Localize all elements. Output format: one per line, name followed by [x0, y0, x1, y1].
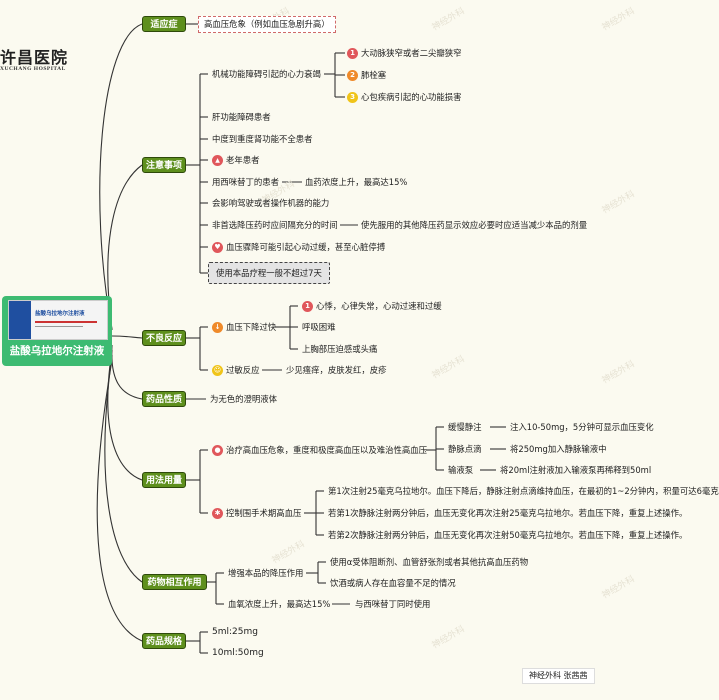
drug-box-stripe [9, 301, 31, 339]
caution-kidney: 中度到重度肾功能不全患者 [212, 134, 313, 144]
usage-method-detail: 注入10-50mg，5分钟可显示血压变化 [510, 422, 654, 432]
number-two-icon: 2 [347, 70, 358, 81]
usage-crisis: 治疗高血压危象，重度和极度高血压以及难治性高血压 [226, 445, 427, 455]
caution-first-choice-note: 使先服用的其他降压药显示效应必要时应适当减少本品的剂量 [361, 220, 588, 230]
adverse-allergy: 过敏反应 [226, 365, 260, 375]
author-signature: 神经外科 张茜茜 [522, 668, 595, 684]
caution-sub: 心包疾病引起的心功能损害 [361, 92, 462, 102]
category-usage: 用法用量 [142, 472, 186, 488]
warning-triangle-icon: ▲ [212, 155, 223, 166]
heart-icon: ♥ [212, 242, 223, 253]
number-one-icon: 1 [302, 301, 313, 312]
caution-bp-drop: 血压骤降可能引起心动过缓，甚至心脏停搏 [226, 242, 386, 252]
caution-driving: 会影响驾驶或者操作机器的能力 [212, 198, 330, 208]
category-adverse: 不良反应 [142, 330, 186, 346]
category-interactions: 药物相互作用 [142, 574, 207, 590]
drug-box-line [35, 326, 83, 327]
drug-box-image: 盐酸乌拉地尔注射液 [8, 300, 108, 340]
adverse-sub: 心悸，心律失常，心动过速和过缓 [316, 301, 442, 311]
usage-periop-step: 若第1次静脉注射两分钟后，血压无变化再次注射25毫克乌拉地尔。若血压下降，重复上… [328, 508, 688, 518]
number-one-icon: 1 [347, 48, 358, 59]
down-arrow-icon: ↓ [212, 322, 223, 333]
connector-lines [96, 23, 506, 654]
smile-icon: ☺ [212, 365, 223, 376]
interaction-enhance: 增强本品的降压作用 [228, 568, 304, 578]
adverse-sub: 呼吸困难 [302, 322, 336, 332]
spec-item: 10ml:50mg [212, 648, 264, 658]
indication-text: 高血压危象（例如血压急剧升高） [198, 16, 336, 33]
caution-course: 使用本品疗程一般不超过7天 [208, 262, 330, 284]
drug-title: 盐酸乌拉地尔注射液 [9, 345, 105, 357]
caution-cimetidine: 用西咪替丁的患者 [212, 177, 279, 187]
category-indication: 适应症 [142, 16, 186, 32]
hospital-english-name: XUCHANG HOSPITAL [0, 66, 66, 72]
spec-item: 5ml:25mg [212, 627, 258, 637]
usage-method-name: 缓慢静注 [448, 422, 482, 432]
caution-sub: 大动脉狭窄或者二尖瓣狭窄 [361, 48, 462, 58]
usage-method-name: 静脉点滴 [448, 444, 482, 454]
number-three-icon: 3 [347, 92, 358, 103]
center-node: 盐酸乌拉地尔注射液 盐酸乌拉地尔注射液 [2, 296, 112, 366]
caution-elderly: 老年患者 [226, 155, 260, 165]
interaction-level: 血氧浓度上升，最高达15% [228, 599, 331, 609]
usage-method-detail: 将20ml注射液加入输液泵再稀释到50ml [500, 465, 652, 475]
usage-method-detail: 将250mg加入静脉输液中 [510, 444, 607, 454]
drug-box-label: 盐酸乌拉地尔注射液 [35, 311, 85, 317]
drug-box-line [35, 321, 97, 323]
usage-method-name: 输液泵 [448, 465, 474, 475]
adverse-bp-low: 血压下降过快 [226, 322, 277, 332]
usage-perioperative: 控制围手术期高血压 [226, 508, 302, 518]
usage-periop-step: 第1次注射25毫克乌拉地尔。血压下降后，静脉注射点滴维持血压，在最初的1~2分钟… [328, 486, 719, 496]
pill-icon: ● [212, 445, 223, 456]
gear-icon: ✱ [212, 508, 223, 519]
mind-map: 神经外科 神经外科 神经外科 神经外科 神经外科 神经外科 神经外科 神经外科 … [0, 6, 719, 684]
adverse-sub: 上胸部压迫感或头痛 [302, 344, 378, 354]
hospital-name: 许昌医院 [0, 48, 69, 67]
interaction-sub: 饮酒或病人存在血容量不足的情况 [330, 578, 456, 588]
caution-first-choice: 非首选降压药时应间隔充分的时间 [212, 220, 338, 230]
properties-text: 为无色的澄明液体 [210, 394, 277, 404]
interaction-sub: 使用α受体阻断剂、血管舒张剂或者其他抗高血压药物 [330, 557, 529, 567]
caution-liver: 肝功能障碍患者 [212, 112, 271, 122]
caution-mechanical: 机械功能障碍引起的心力衰竭 [212, 69, 321, 79]
caution-cimetidine-effect: 血药浓度上升，最高达15% [305, 177, 408, 187]
category-cautions: 注意事项 [142, 157, 186, 173]
category-properties: 药品性质 [142, 391, 186, 407]
interaction-level-note: 与西咪替丁同时使用 [355, 599, 431, 609]
adverse-allergy-effect: 少见瘙痒，皮肤发红，皮疹 [286, 365, 387, 375]
usage-periop-step: 若第2次静脉注射两分钟后，血压无变化再次注射50毫克乌拉地尔。若血压下降，重复上… [328, 530, 688, 540]
category-specs: 药品规格 [142, 633, 186, 649]
caution-sub: 肺栓塞 [361, 70, 387, 80]
